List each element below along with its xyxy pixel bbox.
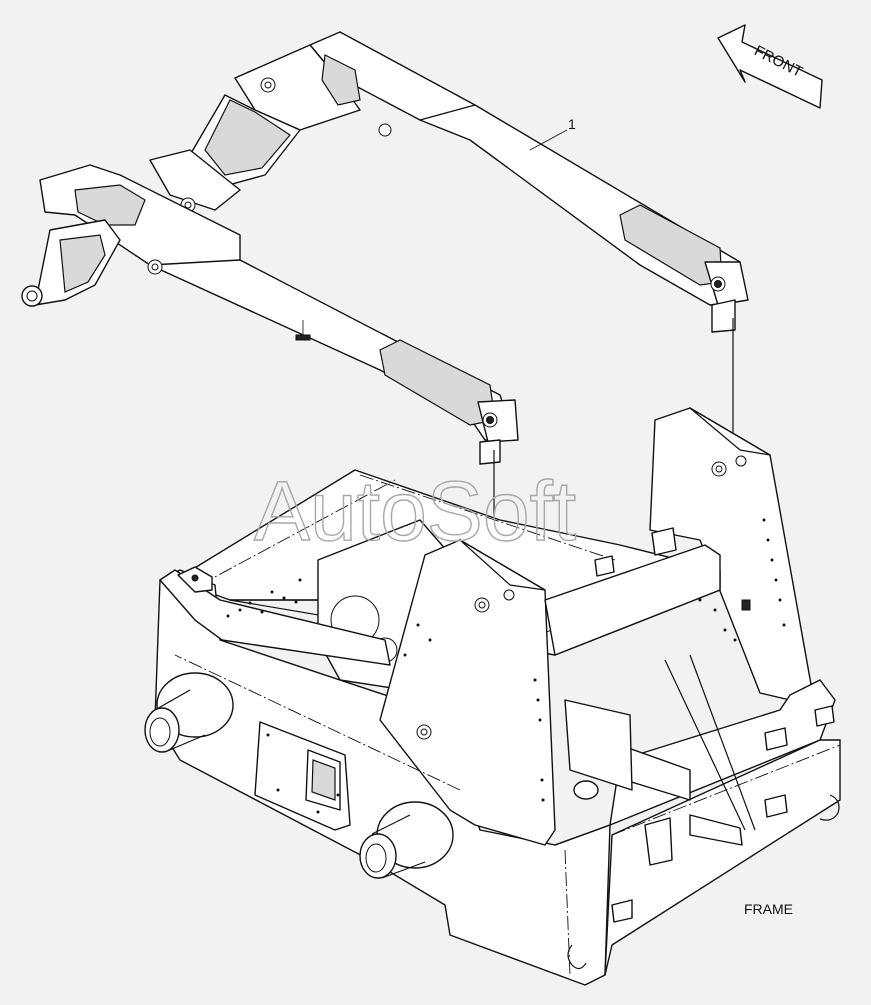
callout-1: 1 — [529, 116, 576, 151]
frame-assembly — [144, 407, 841, 986]
rivets — [226, 518, 786, 814]
loader-arm-assembly — [21, 31, 749, 465]
front-direction-arrow: FRONT — [717, 24, 823, 109]
callout-number: 1 — [568, 116, 576, 132]
front-axle-housing — [359, 801, 454, 879]
rear-axle-housing — [144, 672, 234, 753]
section-label: FRAME — [744, 901, 793, 917]
watermark: AutoSoft — [254, 464, 576, 558]
